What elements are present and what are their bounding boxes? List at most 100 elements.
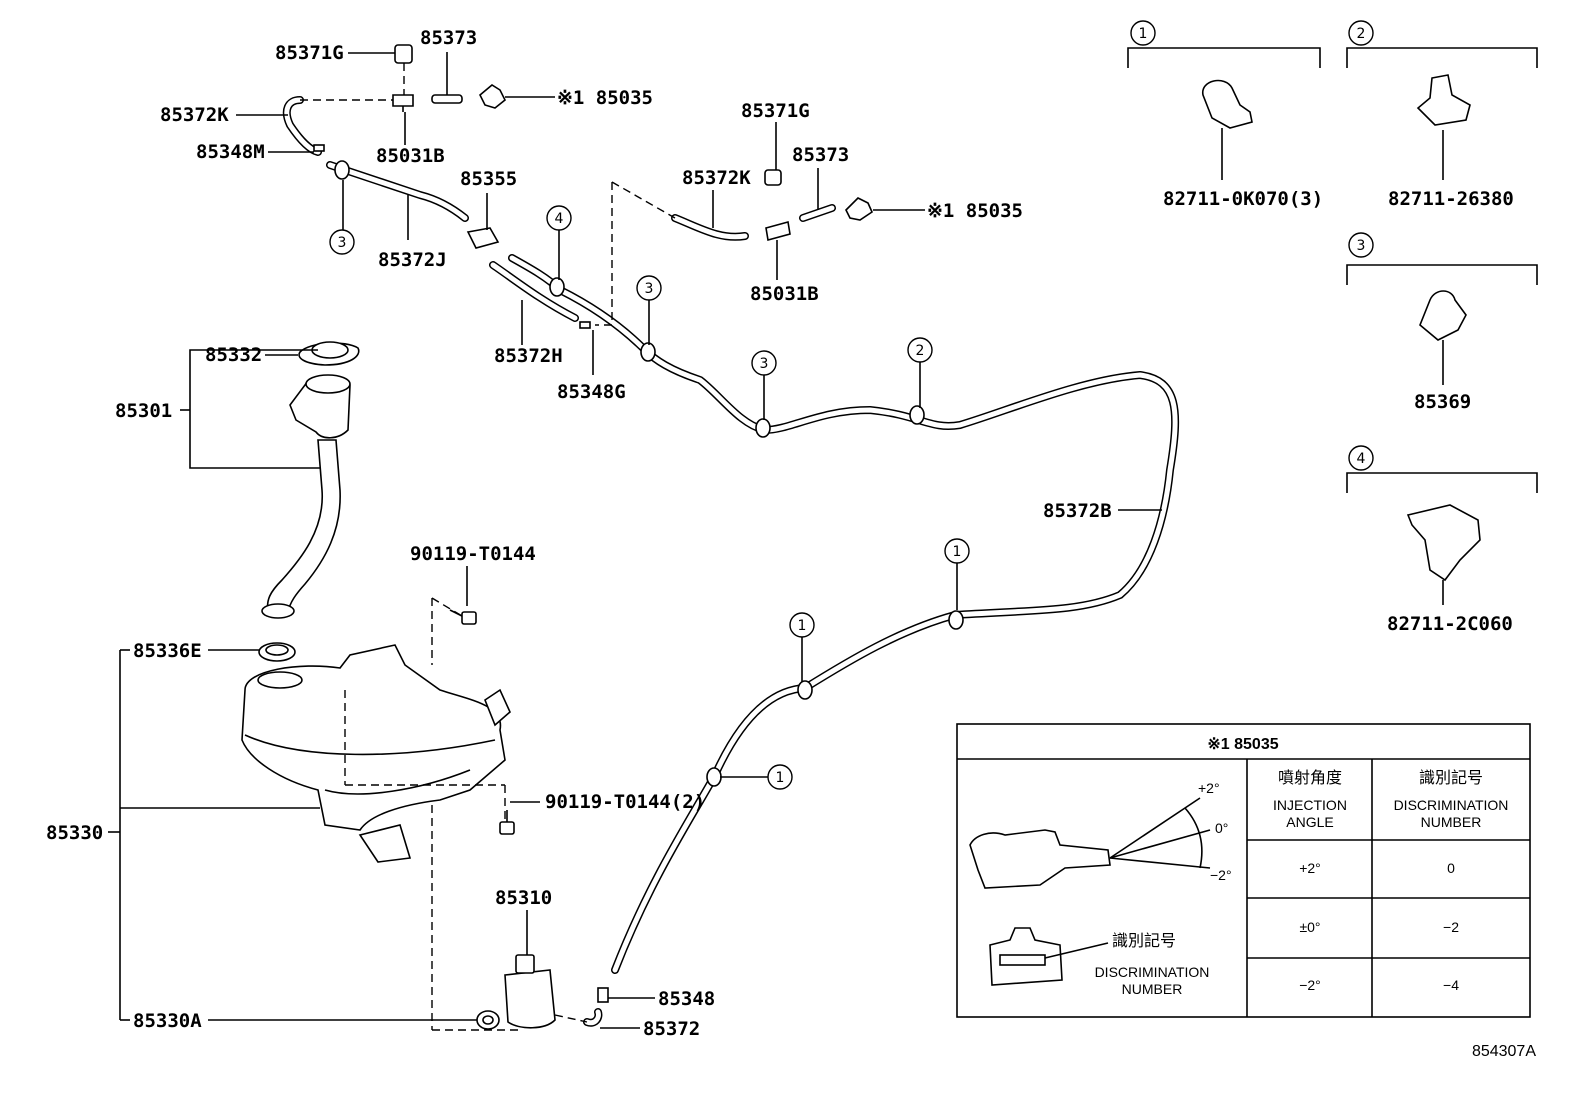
bolt-90119-T0144-2: [499, 810, 515, 835]
clip-callout-2: 2: [907, 337, 933, 363]
hose-85372H: [489, 261, 579, 322]
callout-jp: 識別記号: [1112, 932, 1176, 950]
clip-label-82711-26380: 82711-26380: [1388, 188, 1514, 210]
clip-callout-1-c: 1: [767, 764, 793, 790]
col-angle-en-1: INJECTION: [1273, 797, 1347, 813]
label-85372: 85372: [643, 1018, 700, 1040]
connector-85348: [597, 987, 609, 1003]
row-3-number: −4: [1443, 977, 1459, 993]
clip-callout-1-a: 1: [944, 538, 970, 564]
filler-neck-85301: [261, 374, 351, 619]
angle-label-plus: +2°: [1198, 780, 1220, 796]
joint-85031B-b: [765, 220, 791, 242]
label-85330: 85330: [46, 822, 103, 844]
svg-text:1: 1: [776, 770, 785, 786]
cap-85332: [298, 341, 360, 366]
clip-legend-3: 3 85369: [1346, 232, 1538, 413]
svg-text:3: 3: [645, 281, 654, 297]
label-85035-a: ※1 85035: [557, 87, 653, 109]
label-85031B-b: 85031B: [750, 283, 819, 305]
hose-85372K-a: [282, 96, 322, 156]
hose-85373-a: [431, 94, 463, 104]
label-85332: 85332: [205, 344, 262, 366]
hose-85372J: [326, 161, 469, 222]
label-85372K-a: 85372K: [160, 104, 229, 126]
washer-tank-85330: [241, 644, 511, 863]
assembly-lines: [300, 63, 676, 1031]
label-90119-T0144-2: 90119-T0144(2): [545, 791, 705, 813]
svg-text:1: 1: [953, 544, 962, 560]
clip-callout-3-b: 3: [636, 275, 662, 301]
discrimination-illustration: 識別記号 DISCRIMINATION NUMBER: [989, 927, 1210, 997]
part-labels: 85371G 85373 85372K ※1 85035 85348M 8503…: [46, 27, 1112, 1040]
check-valve-85371G-b: [764, 169, 782, 186]
hose-85372-elbow: [583, 1008, 603, 1027]
grommet-85330A: [476, 1010, 500, 1030]
angle-label-zero: 0°: [1215, 820, 1228, 836]
label-85372J: 85372J: [378, 249, 447, 271]
svg-text:4: 4: [555, 211, 564, 227]
svg-text:2: 2: [916, 343, 925, 359]
svg-text:1: 1: [1139, 26, 1148, 42]
leader-lines: [108, 52, 1162, 1029]
label-85372B: 85372B: [1043, 500, 1112, 522]
row-1-angle: +2°: [1299, 860, 1321, 876]
label-85031B-a: 85031B: [376, 145, 445, 167]
col-angle-jp: 噴射角度: [1278, 769, 1342, 787]
row-1-number: 0: [1447, 860, 1455, 876]
svg-text:3: 3: [760, 356, 769, 372]
label-85035-b: ※1 85035: [927, 200, 1023, 222]
clip-legend-4: 4 82711-2C060: [1346, 445, 1538, 635]
svg-text:4: 4: [1357, 451, 1366, 467]
label-85372K-b: 85372K: [682, 167, 751, 189]
label-85373-a: 85373: [420, 27, 477, 49]
col-num-en-1: DISCRIMINATION: [1394, 797, 1509, 813]
label-85348G: 85348G: [557, 381, 626, 403]
label-85336E: 85336E: [133, 640, 202, 662]
bolt-90119-T0144: [449, 609, 477, 625]
label-85348M: 85348M: [196, 141, 265, 163]
col-num-en-2: NUMBER: [1421, 814, 1482, 830]
table-title: ※1 85035: [1207, 736, 1278, 753]
clip-callouts: 3 4 3 3 2 1 1 1: [329, 205, 970, 790]
joint-85355: [466, 227, 500, 249]
label-85330A: 85330A: [133, 1010, 202, 1032]
label-85373-b: 85373: [792, 144, 849, 166]
clip-label-82711-0K070: 82711-0K070(3): [1163, 188, 1323, 210]
check-valve-85371G-a: [394, 44, 413, 64]
hose-85372K-b: [671, 214, 749, 241]
svg-text:3: 3: [1357, 238, 1366, 254]
col-num-jp: 識別記号: [1419, 769, 1483, 787]
label-85355: 85355: [460, 168, 517, 190]
row-2-angle: ±0°: [1299, 919, 1320, 935]
callout-en-1: DISCRIMINATION: [1095, 964, 1210, 980]
label-85348: 85348: [658, 988, 715, 1010]
label-90119-T0144: 90119-T0144: [410, 543, 536, 565]
angle-label-minus: −2°: [1210, 867, 1232, 883]
nozzle-illustration: +2° 0° −2°: [969, 780, 1232, 889]
nozzle-table: ※1 85035 噴射角度 INJECTION ANGLE 識別記号 DISCR…: [956, 723, 1531, 1018]
hose-clamps: [334, 160, 964, 787]
callout-en-2: NUMBER: [1122, 981, 1183, 997]
gasket-85336E: [258, 642, 296, 662]
label-85310: 85310: [495, 887, 552, 909]
label-85372H: 85372H: [494, 345, 563, 367]
nozzle-85035-b: [845, 197, 874, 221]
svg-text:1: 1: [798, 618, 807, 634]
clip-callout-1-b: 1: [789, 612, 815, 638]
label-85371G-a: 85371G: [275, 42, 344, 64]
clip-callout-3-c: 3: [751, 350, 777, 376]
connector-85348M: [313, 144, 325, 152]
diagram-code: 854307A: [1472, 1043, 1536, 1060]
nozzle-85035-a: [479, 84, 507, 109]
clip-legend-2: 2 82711-26380: [1346, 20, 1538, 210]
clip-label-82711-2C060: 82711-2C060: [1387, 613, 1513, 635]
clip-legend-1: 1 82711-0K070(3): [1127, 20, 1323, 210]
row-3-angle: −2°: [1299, 977, 1321, 993]
svg-text:2: 2: [1357, 26, 1366, 42]
joint-85031B-a: [392, 94, 414, 112]
label-85371G-b: 85371G: [741, 100, 810, 122]
clip-callout-4: 4: [546, 205, 572, 231]
label-85301: 85301: [115, 400, 172, 422]
